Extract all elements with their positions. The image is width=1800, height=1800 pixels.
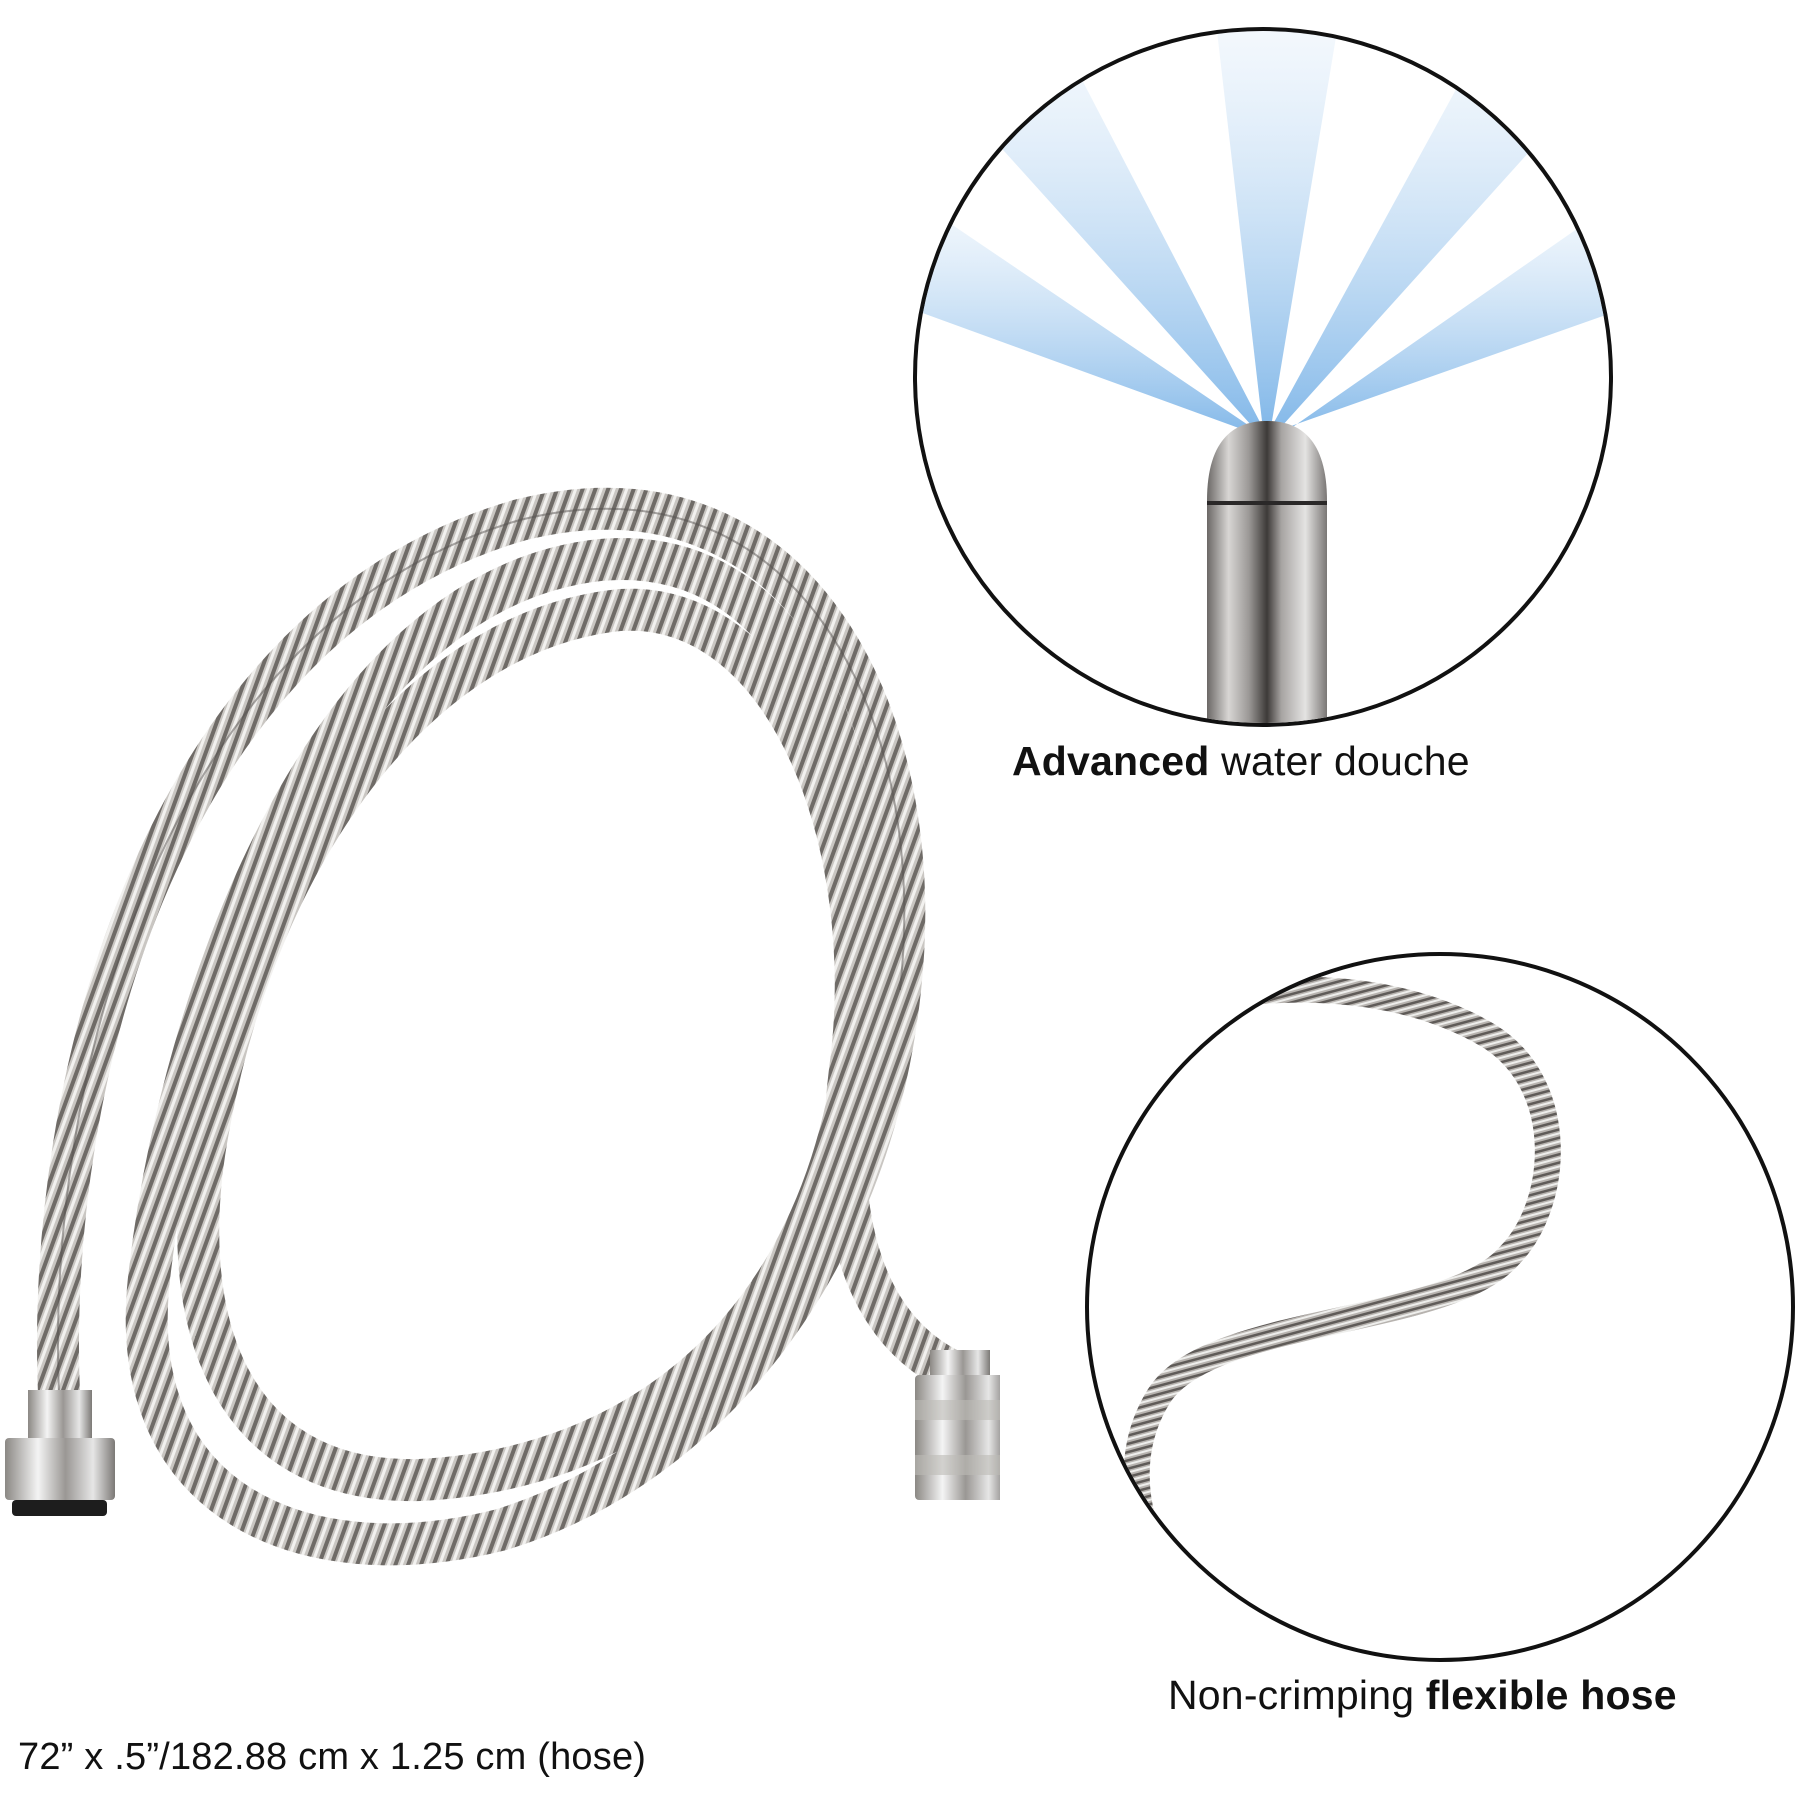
douche-caption-regular: water douche xyxy=(1209,738,1470,784)
douche-nozzle-graphic xyxy=(917,31,1609,723)
hose-dimensions-label: 72” x .5”/182.88 cm x 1.25 cm (hose) xyxy=(18,1736,647,1778)
flexible-hose-caption-regular: Non-crimping xyxy=(1168,1672,1426,1718)
douche-caption: Advanced water douche xyxy=(1012,738,1470,785)
flexible-hose-graphic xyxy=(1089,976,1561,1658)
coiled-hose-image xyxy=(0,470,1000,1620)
douche-caption-bold: Advanced xyxy=(1012,738,1210,784)
flexible-hose-circle xyxy=(1085,952,1795,1662)
hose-coil-graphic xyxy=(5,487,1000,1566)
left-hose-fitting xyxy=(5,1390,115,1516)
flexible-hose-caption-bold: flexible hose xyxy=(1425,1672,1677,1718)
douche-nozzle-circle xyxy=(913,27,1613,727)
right-hose-fitting xyxy=(915,1350,1000,1500)
flexible-hose-caption: Non-crimping flexible hose xyxy=(1168,1672,1677,1719)
